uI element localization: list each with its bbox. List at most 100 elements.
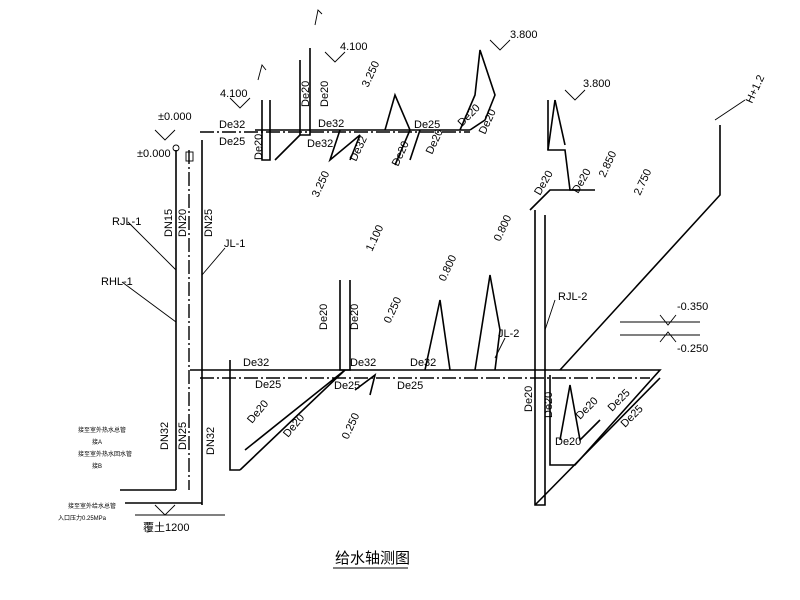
pipe-size-label: De25: [255, 379, 281, 391]
lower-right-diag: [534, 377, 661, 506]
riser-rjl2-pipe: [534, 210, 546, 506]
pipe-size-label: De25: [397, 380, 423, 392]
riser-label: JL-1: [224, 238, 245, 250]
lower-branch-zigzag: [354, 373, 377, 396]
elevation-label: 3.250: [310, 169, 333, 199]
elevation-label: -0.250: [677, 343, 708, 355]
elevation-label: 覆土1200: [143, 521, 189, 534]
inlet-note: 接至室外给水总管: [68, 502, 116, 510]
inlet-note: 接至室外热水总管: [78, 426, 126, 434]
riser-label: RJL-2: [558, 291, 587, 303]
upper-branch-riser: [261, 100, 271, 161]
riser-label: JL-2: [498, 328, 519, 340]
pipe-size-label: De20: [523, 386, 535, 412]
elevation-marker: [229, 97, 251, 109]
elevation-label: ±0.000: [137, 148, 171, 160]
pipe-size-label: De25: [619, 403, 646, 430]
pipe-size-label: DN25: [203, 209, 215, 237]
pipe-size-label: De20: [300, 81, 312, 107]
elevation-label: 4.100: [220, 88, 248, 100]
pipe-size-label: DN15: [163, 209, 175, 237]
elevation-label: 0.800: [492, 213, 515, 243]
elevation-marker: [659, 314, 677, 326]
pipe-size-label: De20: [574, 395, 601, 422]
elevation-marker: [154, 504, 176, 516]
elevation-marker: [564, 89, 586, 101]
lower-branch-diag: [239, 369, 346, 471]
lower-right-branch: [559, 384, 601, 442]
lower-branch-diag: [244, 369, 346, 451]
pipe-size-label: De20: [532, 169, 556, 198]
pipe-size-label: De32: [318, 118, 344, 130]
elevation-marker: [154, 129, 176, 141]
right-upper-diag: [529, 189, 580, 211]
pipe-end-mark: [257, 64, 267, 81]
riser-label: RJL-1: [112, 216, 141, 228]
pipe-size-label: De25: [414, 119, 440, 131]
upper-branch-riser: [299, 48, 311, 136]
right-upper-diag: [547, 99, 556, 151]
pipe-size-label: De20: [349, 304, 361, 330]
pipe-size-label: De20: [390, 139, 412, 168]
pipe-size-label: DN32: [205, 427, 217, 455]
pipe-size-label: De32: [243, 357, 269, 369]
pipe-size-label: DN20: [177, 209, 189, 237]
valve-symbol: [185, 151, 194, 162]
right-upper-diag: [554, 99, 566, 146]
pipe-size-label: DN32: [159, 422, 171, 450]
elevation-label: 2.850: [597, 149, 620, 179]
elevation-label: 0.800: [437, 253, 460, 283]
upper-branch-diag: [409, 129, 421, 161]
inlet-note: 入口压力0.25MPa: [58, 514, 107, 522]
pipe-size-label: De20: [555, 436, 581, 448]
pipe-size-label: De32: [348, 134, 370, 163]
pipe-size-label: De20: [319, 81, 331, 107]
leader-line: [494, 337, 506, 359]
lower-branch-loop: [474, 274, 501, 371]
elevation-label: 3.800: [510, 29, 538, 41]
valve-symbol: [172, 144, 180, 152]
pipe-size-label: De25: [219, 136, 245, 148]
pipe-end-mark: [714, 99, 746, 121]
pipe-size-label: De32: [350, 357, 376, 369]
elevation-label: 0.250: [340, 411, 363, 441]
riser-label: RHL-1: [101, 276, 133, 288]
elevation-marker: [324, 51, 346, 63]
pipe-size-label: De20: [245, 398, 271, 426]
pipe-size-label: DN25: [177, 422, 189, 450]
elevation-label: 3.800: [583, 78, 611, 90]
leader-line: [121, 281, 177, 323]
pipe-size-label: De32: [219, 119, 245, 131]
elevation-label: 1.100: [364, 223, 387, 253]
pipe-size-label: De32: [307, 138, 333, 150]
pipe-size-label: De20: [281, 412, 307, 440]
elevation-label: 0.250: [382, 295, 405, 325]
pipe-size-label: De20: [318, 304, 330, 330]
elevation-marker: [489, 39, 511, 51]
elevation-label: 3.250: [360, 59, 383, 89]
lower-branch-loop: [424, 299, 451, 371]
lower-right-loop: [545, 369, 662, 466]
upper-branch-zigzag: [328, 129, 361, 163]
pipe-size-label: De20: [570, 167, 594, 196]
pipe-size-label: De25: [334, 380, 360, 392]
elevation-label: -0.350: [677, 301, 708, 313]
far-right-pipe: [559, 125, 721, 371]
upper-branch-loop: [384, 92, 411, 166]
lower-branch-riser: [229, 360, 240, 471]
elevation-label: H+1.2: [744, 73, 767, 105]
inlet-note: 接A: [92, 438, 102, 446]
leader-line: [544, 299, 556, 331]
elevation-marker: [659, 331, 677, 343]
elevation-label: 4.100: [340, 41, 368, 53]
elevation-label: ±0.000: [158, 111, 192, 123]
leader-line: [127, 221, 177, 271]
inlet-note: 接B: [92, 462, 102, 470]
upper-branch-loop: [459, 49, 496, 131]
upper-branch-diag: [274, 134, 301, 161]
inlet-note: 接至室外热水回水管: [78, 450, 132, 458]
pipe-size-label: De20: [253, 134, 265, 160]
pipe-end-mark: [314, 9, 323, 26]
